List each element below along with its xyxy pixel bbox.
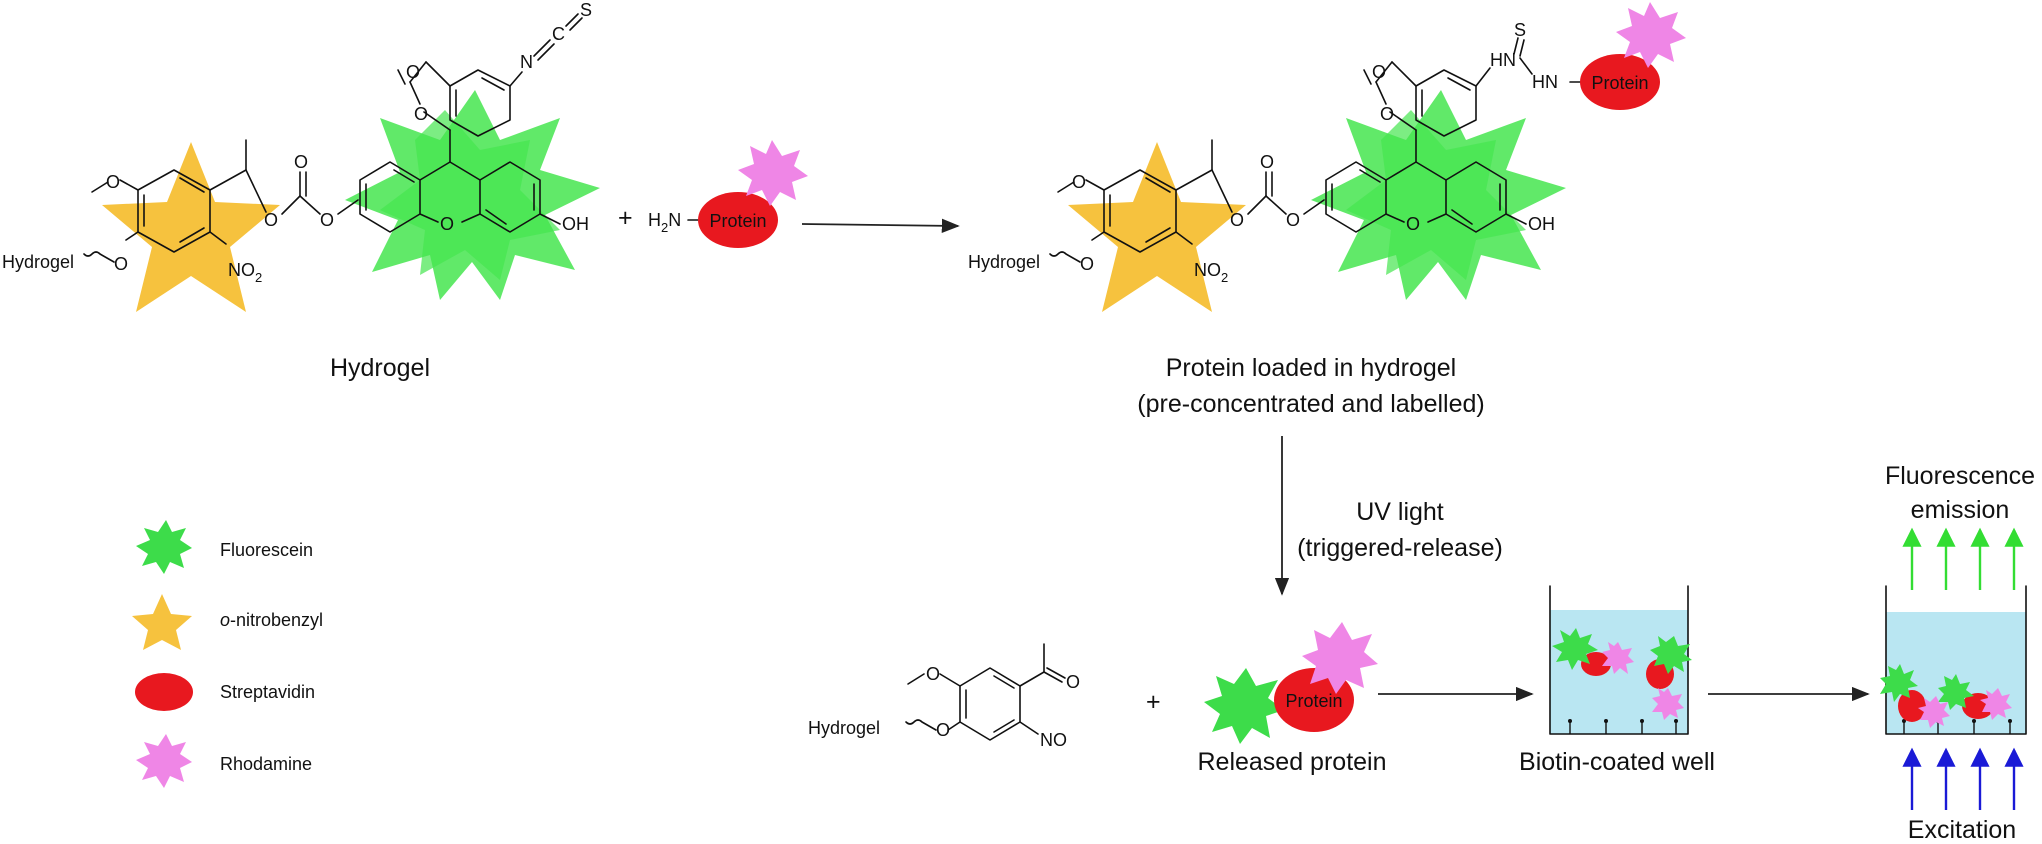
legend-label-fluorescein: Fluorescein <box>220 540 313 560</box>
nitrobenzyl-legend-icon <box>132 594 192 650</box>
legend-label-streptavidin: Streptavidin <box>220 682 315 702</box>
legend-item-fluorescein: Fluorescein <box>136 520 313 574</box>
no2-label: NO2 <box>228 260 262 285</box>
ether-o-label: O <box>114 254 128 274</box>
detection-well <box>1880 585 2027 735</box>
hydrogel-title: Hydrogel <box>330 354 430 382</box>
xanthene-o-label-2: O <box>1406 214 1420 234</box>
plus-sign-2: + <box>1146 688 1161 716</box>
byproduct-ether-o-label: O <box>936 720 950 740</box>
fluorescence-label-line1: Fluorescence <box>1885 462 2035 490</box>
fluorescence-label-line2: emission <box>1911 496 2010 524</box>
fluorescein-burst-shape <box>345 90 600 300</box>
oh-label-2: OH <box>1528 214 1555 234</box>
lactone-o-label-2: O <box>1380 104 1394 124</box>
legend-label-rhodamine: Rhodamine <box>220 754 312 774</box>
protein-label-released: Protein <box>1285 691 1342 711</box>
lactone-carbonyl-o-label-2: O <box>1372 62 1386 82</box>
h2n-label: H2N <box>648 210 681 235</box>
streptavidin-legend-icon <box>135 673 193 711</box>
fluorescein-legend-icon <box>136 520 192 574</box>
thiourea-s-label: S <box>1514 20 1526 40</box>
protein-ellipse-2 <box>1580 54 1660 110</box>
byproduct-ketone-o-label: O <box>1066 672 1080 692</box>
methoxy-o-label: O <box>106 172 120 192</box>
byproduct-methoxy-o-label: O <box>926 664 940 684</box>
xanthene-o-label: O <box>440 214 454 234</box>
ncs-s-label: S <box>580 0 592 20</box>
protein-loaded-title-line1: Protein loaded in hydrogel <box>1166 354 1456 382</box>
byproduct-no-label: NO <box>1040 730 1067 750</box>
thiourea-hn-label-2: HN <box>1532 72 1558 92</box>
carbonate-o1-label: O <box>264 210 278 230</box>
fluorescence-emission-arrows <box>1902 527 2024 590</box>
protein-loaded-title-line2: (pre-concentrated and labelled) <box>1137 390 1484 418</box>
nitrobenzyl-star-shape <box>102 142 280 312</box>
legend-item-streptavidin: Streptavidin <box>135 673 315 711</box>
protein-label-2: Protein <box>1591 73 1648 93</box>
legend: Fluorescein o-nitrobenzyl Streptavidin R… <box>132 520 323 788</box>
methoxy-o-label-2: O <box>1072 172 1086 192</box>
carbonate-o3-label-2: O <box>1286 210 1300 230</box>
legend-item-nitrobenzyl: o-nitrobenzyl <box>132 594 323 650</box>
rhodamine-burst-2 <box>1616 2 1686 68</box>
excitation-arrows <box>1902 747 2024 810</box>
nitroso-byproduct-molecule: O O Hydrogel O NO <box>808 643 1080 750</box>
uv-light-label: UV light <box>1356 498 1444 526</box>
rhodamine-burst-1 <box>738 140 808 206</box>
lactone-carbonyl-o-label: O <box>406 62 420 82</box>
biotin-coated-well-label: Biotin-coated well <box>1519 748 1715 776</box>
amine-protein-reagent: H2N Protein <box>648 140 808 248</box>
byproduct-hydrogel-label: Hydrogel <box>808 718 880 738</box>
protein-ellipse-1 <box>698 192 778 248</box>
ncs-c-label: C <box>552 24 565 44</box>
carbonate-o2-label: O <box>294 152 308 172</box>
reaction-arrow-1 <box>801 218 960 233</box>
released-protein-label: Released protein <box>1197 748 1386 776</box>
legend-item-rhodamine: Rhodamine <box>136 734 312 788</box>
plus-sign-1: + <box>618 204 633 232</box>
hydrogel-chem-label: Hydrogel <box>2 252 74 272</box>
thiourea-hn-label-1: HN <box>1490 50 1516 70</box>
excitation-label: Excitation <box>1908 816 2016 844</box>
rhodamine-legend-icon <box>136 734 192 788</box>
hydrogel-molecule: O O Hydrogel NO2 O O O O OH <box>2 0 600 312</box>
released-protein-complex: Protein <box>1204 622 1378 744</box>
loaded-hydrogel-molecule: O O Hydrogel NO2 O O O O OH O <box>968 2 1686 312</box>
fluorescein-burst-released <box>1204 668 1284 744</box>
carbonate-o3-label: O <box>320 210 334 230</box>
oh-label-1: OH <box>562 214 589 234</box>
protein-label-1: Protein <box>709 211 766 231</box>
biotin-coated-well-1 <box>1549 585 1692 735</box>
ether-o-label-2: O <box>1080 254 1094 274</box>
legend-label-nitrobenzyl: o-nitrobenzyl <box>220 610 323 630</box>
ncs-n-label: N <box>520 52 533 72</box>
carbonate-o1-label-2: O <box>1230 210 1244 230</box>
no2-label-2: NO2 <box>1194 260 1228 285</box>
lactone-o-label: O <box>414 104 428 124</box>
rhodamine-burst-released <box>1302 622 1378 694</box>
hydrogel-chem-label-2: Hydrogel <box>968 252 1040 272</box>
uv-triggered-release-label: (triggered-release) <box>1297 534 1503 562</box>
carbonate-o2-label-2: O <box>1260 152 1274 172</box>
